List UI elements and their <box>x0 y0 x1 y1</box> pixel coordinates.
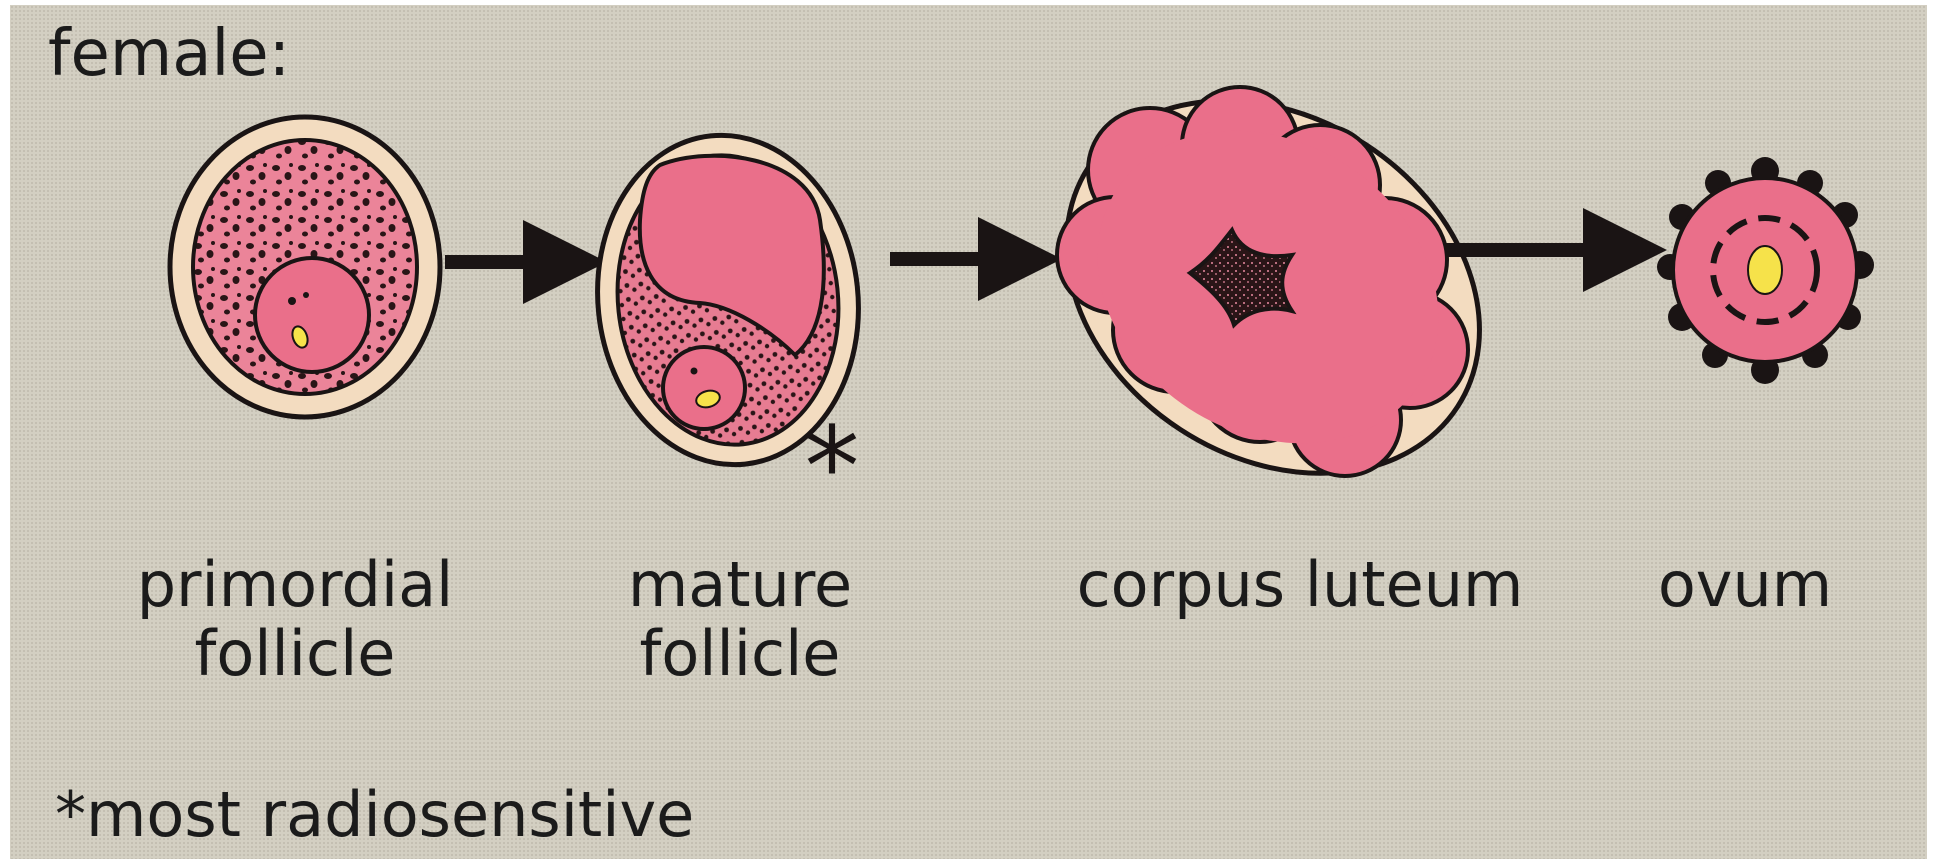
label-primordial-follicle: primordial follicle <box>105 550 485 689</box>
primordial-follicle <box>170 117 440 417</box>
label-ovum: ovum <box>1630 550 1860 619</box>
ovum <box>1657 157 1874 384</box>
primordial-oocyte <box>255 258 369 372</box>
footnote: *most radiosensitive <box>55 780 694 849</box>
label-mature-follicle: mature follicle <box>590 550 890 689</box>
mature-follicle: * <box>581 122 874 531</box>
label-corpus-luteum: corpus luteum <box>1045 550 1555 619</box>
diagram-heading: female: <box>48 19 290 91</box>
follicle-development-art: * <box>10 5 1927 859</box>
ovum-nucleus <box>1748 246 1782 294</box>
radiosensitive-marker: * <box>805 403 860 531</box>
corpus-luteum <box>996 25 1550 550</box>
diagram-canvas: * <box>10 5 1927 859</box>
mature-oocyte <box>663 347 745 429</box>
